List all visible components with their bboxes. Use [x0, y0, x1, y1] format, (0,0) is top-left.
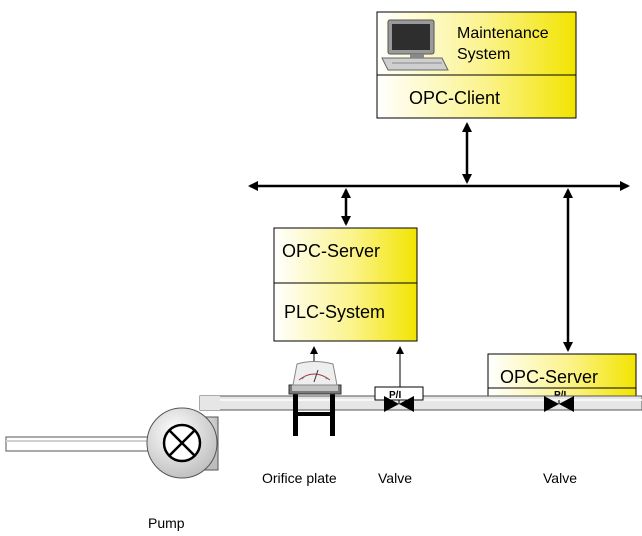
maintenance-title-line1: Maintenance	[457, 25, 549, 42]
valve-1-label: Valve	[378, 470, 412, 486]
pump-outlet-pipe	[200, 396, 220, 410]
maintenance-system-box: Maintenance System OPC-Client	[376, 11, 577, 119]
left-pi-label: P/I	[389, 390, 401, 401]
gauge-icon	[288, 361, 342, 395]
pump-label: Pump	[148, 515, 185, 531]
orifice-plate-label: Orifice plate	[262, 470, 337, 486]
maintenance-title-line2: System	[457, 46, 510, 63]
right-opc-server-label: OPC-Server	[500, 367, 598, 387]
opc-client-label: OPC-Client	[409, 88, 500, 108]
orifice-plate-icon	[288, 361, 342, 436]
pump-icon	[146, 407, 219, 479]
plc-opc-server-label: OPC-Server	[282, 241, 380, 261]
computer-icon	[381, 19, 449, 71]
valve-1-icon: P/I	[374, 386, 424, 412]
valve-2-label: Valve	[543, 470, 577, 486]
valve-2-icon	[544, 396, 574, 412]
plc-system-label: PLC-System	[284, 302, 385, 322]
plc-system-box: OPC-Server PLC-System	[273, 227, 418, 342]
right-opc-server-box: OPC-Server P/I	[487, 353, 637, 401]
